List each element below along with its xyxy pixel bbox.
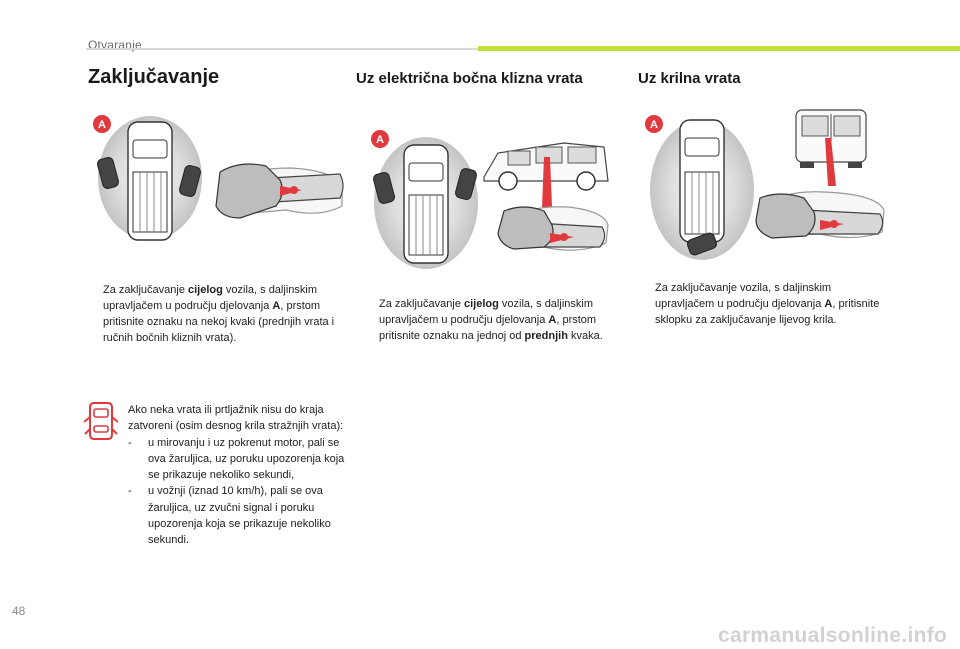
- illustration-wing-doors: A: [645, 109, 885, 260]
- title-wing-doors: Uz krilna vrata: [638, 70, 741, 87]
- title-electric-sliding-doors: Uz električna bočna klizna vrata: [356, 70, 583, 87]
- instruction-wing-doors: Za zaključavanje vozila, s daljinskim up…: [655, 282, 880, 326]
- key-fob-icon: [373, 172, 395, 204]
- van-top-view-icon: [127, 121, 173, 241]
- zone-marker-label: A: [376, 134, 384, 146]
- instruction-electric-sliding-doors: Za zaključavanje cijelog vozila, s dalji…: [379, 298, 603, 342]
- door-open-warning-icon: [84, 402, 118, 440]
- title-locking: Zaključavanje: [88, 66, 220, 88]
- zone-marker-label: A: [650, 119, 658, 131]
- hand-on-handle-icon: [755, 191, 885, 239]
- zone-marker: [645, 115, 663, 133]
- zone-marker-label: A: [98, 119, 106, 131]
- illustration-electric-sliding-doors: A: [371, 130, 609, 269]
- instruction-locking: Za zaključavanje cijelog vozila, s dalji…: [103, 284, 335, 344]
- warning-note-item: -u vožnji (iznad 10 km/h), pali se ova ž…: [128, 485, 331, 547]
- zone-marker: [371, 130, 389, 148]
- van-side-view-icon: [483, 142, 609, 207]
- watermark: carmanualsonline.info: [718, 624, 948, 647]
- key-fob-icon: [455, 168, 477, 200]
- warning-note-item: -u mirovanju i uz pokrenut motor, pali s…: [128, 436, 345, 482]
- header-accent-bar: [478, 46, 960, 51]
- van-top-view-icon: [679, 119, 725, 243]
- page-number: 48: [12, 604, 26, 618]
- hand-on-handle-icon: [497, 206, 609, 251]
- illustration-locking: A: [93, 115, 344, 241]
- key-fob-icon: [179, 165, 201, 197]
- hand-on-handle-icon: [215, 163, 344, 219]
- key-fob-icon: [687, 232, 717, 256]
- van-rear-view-icon: [795, 109, 867, 186]
- van-top-view-icon: [403, 144, 449, 264]
- warning-note-lead: Ako neka vrata ili prtljažnik nisu do kr…: [128, 404, 344, 433]
- zone-marker: [93, 115, 111, 133]
- warning-note: Ako neka vrata ili prtljažnik nisu do kr…: [128, 402, 348, 549]
- header-rule: [86, 48, 478, 50]
- key-fob-icon: [97, 157, 119, 189]
